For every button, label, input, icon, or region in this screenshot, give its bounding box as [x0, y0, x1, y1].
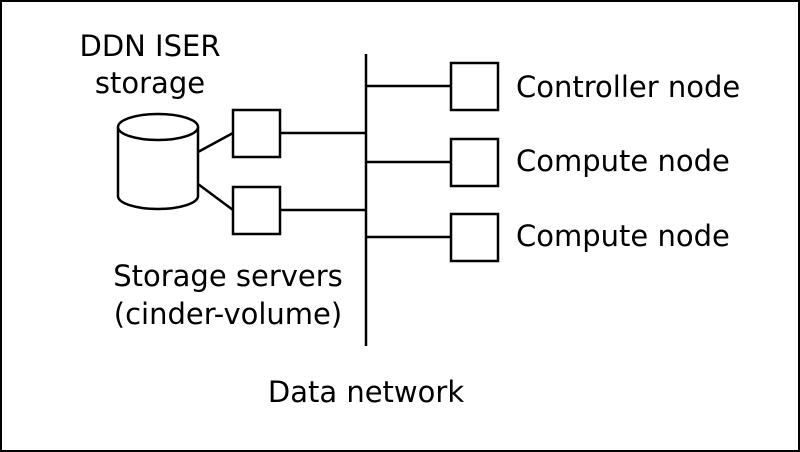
storage-link-2	[197, 182, 234, 212]
compute-node-box-2	[449, 212, 500, 263]
storage-cylinder	[116, 112, 200, 211]
storage-server-box-1	[231, 108, 282, 159]
compute-node-box-1	[449, 137, 500, 188]
controller-node-label: Controller node	[516, 70, 740, 104]
storage-servers-label-line1: Storage servers	[113, 259, 343, 293]
storage-servers-label-line2: (cinder-volume)	[114, 297, 342, 331]
controller-node-box	[449, 61, 500, 112]
storage-title-line2: storage	[95, 66, 205, 100]
storage-link-1	[197, 131, 234, 154]
compute-node-label-1: Compute node	[516, 144, 730, 178]
storage-title-line1: DDN ISER	[79, 29, 220, 63]
data-network-label: Data network	[268, 375, 464, 409]
compute-node-label-2: Compute node	[516, 219, 730, 253]
storage-server-box-2	[231, 185, 282, 236]
